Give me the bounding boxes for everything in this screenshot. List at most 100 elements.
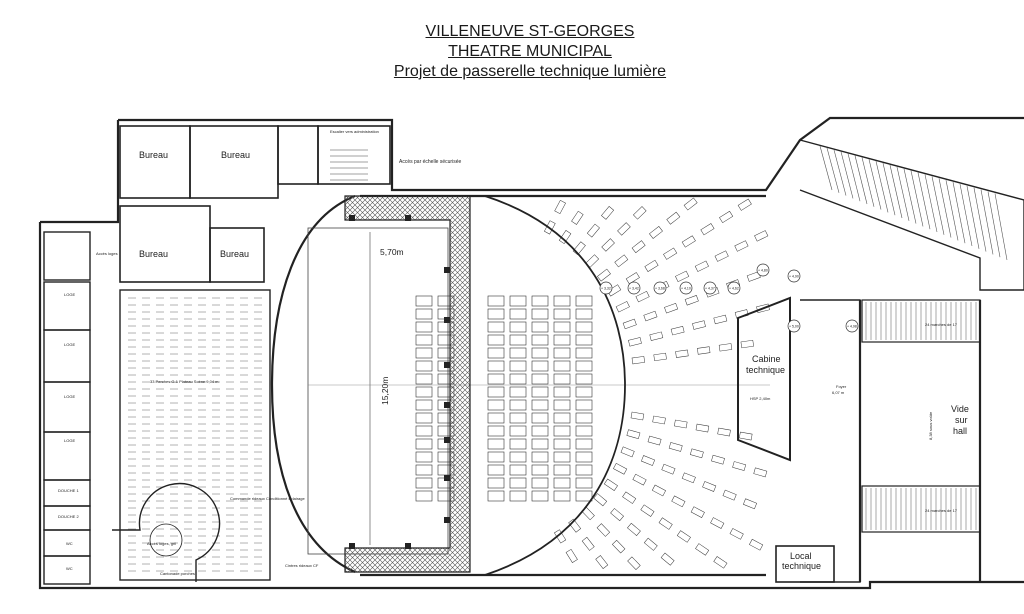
- seat: [509, 425, 527, 437]
- loge-label-3: LOGE: [64, 394, 75, 399]
- stair-step: [875, 161, 889, 213]
- light-fixture: [444, 267, 450, 273]
- seat: [684, 295, 699, 306]
- seat: [586, 223, 600, 238]
- seat: [695, 543, 710, 556]
- seat: [620, 446, 635, 458]
- seat: [575, 425, 593, 437]
- seat: [631, 356, 645, 365]
- seat: [633, 206, 647, 220]
- stair-step: [987, 191, 1001, 258]
- seat: [437, 412, 455, 424]
- seat: [613, 462, 628, 475]
- stair-step: [910, 170, 924, 227]
- seat: [575, 412, 593, 424]
- hall-height-label: 8,38 sous voûte: [928, 411, 933, 440]
- seat: [722, 489, 737, 501]
- seat: [509, 360, 527, 372]
- seat: [415, 438, 433, 450]
- seat: [553, 425, 571, 437]
- foyer-height-label: 6,07 m: [832, 390, 845, 395]
- seat: [415, 399, 433, 411]
- elevation-label: + 4,98: [847, 325, 857, 329]
- seat: [437, 425, 455, 437]
- seat: [742, 498, 758, 510]
- seat: [415, 425, 433, 437]
- seat: [437, 490, 455, 502]
- seat: [575, 373, 593, 385]
- seat: [487, 334, 505, 346]
- seat: [575, 464, 593, 476]
- seat: [649, 331, 664, 341]
- stair-step: [994, 193, 1008, 261]
- seat: [643, 310, 658, 322]
- seat: [575, 490, 593, 502]
- stair-frame: [861, 299, 981, 343]
- seat: [653, 352, 667, 362]
- seat: [487, 308, 505, 320]
- vide-label-3: hall: [953, 426, 967, 436]
- seat: [553, 308, 571, 320]
- seat: [487, 477, 505, 489]
- light-fixture: [444, 362, 450, 368]
- seat: [487, 347, 505, 359]
- seat: [713, 556, 728, 569]
- seat: [487, 386, 505, 398]
- seat: [697, 346, 711, 355]
- seat: [531, 295, 549, 307]
- seat: [415, 412, 433, 424]
- seat: [509, 451, 527, 463]
- elevation-label: + 3,68: [655, 287, 665, 291]
- wc-label-2: WC: [66, 566, 73, 571]
- seat: [509, 490, 527, 502]
- seat: [754, 230, 769, 242]
- seat: [531, 490, 549, 502]
- light-fixture: [405, 543, 411, 549]
- seat: [575, 451, 593, 463]
- seat: [553, 373, 571, 385]
- seat: [437, 399, 455, 411]
- seat: [558, 230, 572, 245]
- light-fixture: [349, 543, 355, 549]
- seat: [509, 321, 527, 333]
- seat: [437, 347, 455, 359]
- seat: [611, 539, 626, 554]
- seat: [437, 438, 455, 450]
- seat: [617, 222, 631, 236]
- stair-step: [861, 157, 875, 207]
- seat: [554, 529, 567, 544]
- seat: [683, 197, 698, 211]
- seat: [595, 555, 609, 569]
- seat: [553, 295, 571, 307]
- seat: [732, 461, 747, 471]
- seat: [700, 223, 715, 236]
- seat: [487, 438, 505, 450]
- seat: [487, 425, 505, 437]
- seat: [692, 320, 706, 330]
- seat: [627, 556, 641, 571]
- seat: [658, 517, 673, 530]
- seat: [509, 399, 527, 411]
- cabine-hsp-label: HSP 2,40m: [750, 396, 771, 401]
- seat: [753, 467, 768, 478]
- seat: [553, 334, 571, 346]
- seat: [415, 451, 433, 463]
- seat: [415, 373, 433, 385]
- bureau-label-2: Bureau: [221, 150, 250, 160]
- seat: [531, 386, 549, 398]
- seat: [676, 530, 691, 543]
- seat: [610, 508, 624, 522]
- stage-width-label: 5,70m: [380, 247, 404, 257]
- seat: [415, 295, 433, 307]
- seat: [437, 321, 455, 333]
- seat: [531, 425, 549, 437]
- elevation-label: + 4,10: [681, 287, 691, 291]
- elevation-label: + 3,42: [629, 287, 639, 291]
- seat: [626, 429, 641, 440]
- elevation-marker: [845, 319, 859, 333]
- seat: [628, 337, 642, 347]
- straight-seat-rows: [415, 295, 593, 502]
- cintres-label: Cintres rideaux CF: [285, 563, 319, 568]
- seat: [437, 308, 455, 320]
